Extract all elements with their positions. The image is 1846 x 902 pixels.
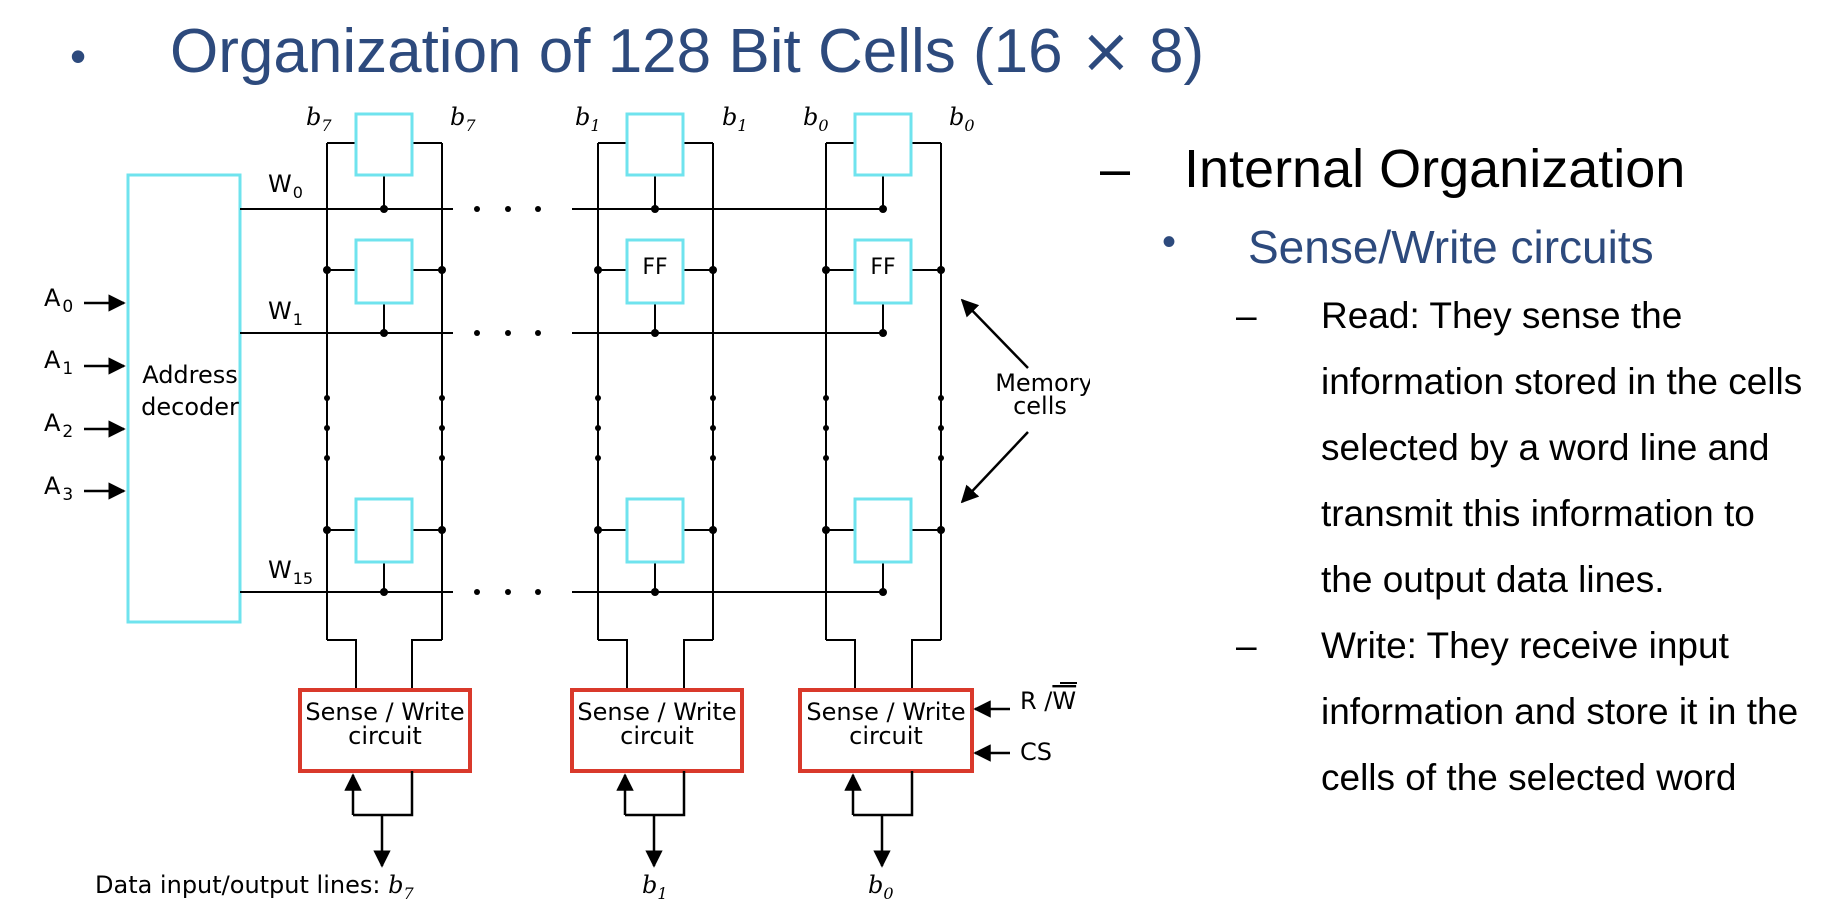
svg-text:R /W: R /W: [1020, 687, 1076, 715]
svg-text:A1: A1: [44, 346, 73, 379]
bit-column-0: [825, 142, 942, 690]
memory-cell: [625, 497, 685, 564]
item-line: Read: They sense the: [1321, 295, 1683, 336]
svg-text:circuit: circuit: [620, 722, 694, 750]
svg-text:W1: W1: [268, 297, 303, 329]
svg-text:Sense / Write: Sense / Write: [577, 698, 736, 726]
decoder-label-line2: decoder: [141, 393, 239, 421]
io-bit-1-label: b1: [642, 871, 668, 902]
memory-cell: [853, 497, 913, 564]
ff-label: FF: [870, 255, 895, 280]
bit-column-7: [326, 142, 443, 690]
title-bullet: •: [70, 29, 87, 82]
title-times-sign: ×: [1079, 14, 1132, 87]
memory-cells-arrow-up: [960, 298, 1029, 369]
svg-text:W0: W0: [268, 170, 303, 202]
io-lines: [344, 771, 914, 868]
heading-text: Internal Organization: [1184, 139, 1686, 199]
svg-text:A0: A0: [44, 284, 73, 317]
bit-line-labels: b7 b7 b1 b1 b0 b0: [306, 103, 975, 135]
svg-text:b1: b1: [722, 103, 748, 135]
io-lines-label: Data input/output lines: b7: [95, 871, 414, 902]
memory-cell: [625, 238, 685, 305]
memory-cell: [853, 112, 913, 177]
subheading-text: Sense/Write circuits: [1248, 221, 1654, 273]
word-line-w15: W15: [240, 556, 882, 593]
svg-text:circuit: circuit: [849, 722, 923, 750]
svg-text:Sense / Write: Sense / Write: [305, 698, 464, 726]
svg-text:b0: b0: [803, 103, 829, 135]
memory-cell: [625, 112, 685, 177]
memory-cell: [354, 497, 414, 564]
junction-dots: [323, 205, 945, 596]
row-ellipsis: [324, 395, 944, 461]
sense-write-circuit-1: Sense / Write circuit: [570, 688, 744, 773]
title-text: Organization of 128 Bit Cells (16: [170, 17, 1080, 86]
item-line: information and store it in the: [1321, 691, 1799, 732]
svg-text:b0: b0: [949, 103, 975, 135]
sense-write-circuit-0: Sense / Write circuit: [798, 688, 974, 773]
item-line: transmit this information to: [1321, 493, 1755, 534]
heading-dash: –: [1100, 139, 1131, 199]
item-dash: –: [1236, 295, 1257, 336]
memory-cells-label-line2: cells: [1013, 392, 1067, 420]
decoder-label-line1: Address: [142, 361, 238, 389]
column-ellipsis: [474, 206, 541, 595]
svg-text:A3: A3: [44, 472, 73, 505]
title-text-end: 8): [1131, 17, 1205, 86]
address-decoder-box: [126, 173, 242, 624]
sense-write-circuit-7: Sense / Write circuit: [298, 688, 472, 773]
item-line: the output data lines.: [1321, 559, 1665, 600]
subheading-bullet: •: [1162, 220, 1177, 264]
bit-column-1: [597, 142, 714, 690]
rw-control-signal: R /W: [973, 682, 1077, 718]
svg-text:W15: W15: [268, 556, 313, 588]
svg-text:A2: A2: [44, 409, 73, 442]
item-dash: –: [1236, 625, 1257, 666]
item-line: selected by a word line and: [1321, 427, 1770, 468]
svg-text:CS: CS: [1020, 738, 1052, 766]
memory-cell-grid: [354, 112, 913, 564]
svg-text:Sense / Write: Sense / Write: [806, 698, 965, 726]
memory-cells-arrow-down: [960, 431, 1029, 504]
word-line-w0: W0: [240, 170, 882, 210]
cs-control-signal: CS: [973, 738, 1052, 766]
svg-text:b1: b1: [575, 103, 601, 135]
memory-cell: [354, 238, 414, 305]
item-line: information stored in the cells: [1321, 361, 1803, 402]
svg-text:circuit: circuit: [348, 722, 422, 750]
svg-text:b7: b7: [306, 103, 332, 135]
io-bit-0-label: b0: [868, 871, 894, 902]
memory-cell: [354, 112, 414, 177]
slide-title: • Organization of 128 Bit Cells (16 × 8): [70, 14, 1204, 87]
word-line-w1: W1: [240, 297, 882, 334]
ff-label: FF: [642, 255, 667, 280]
item-line: cells of the selected word: [1321, 757, 1737, 798]
svg-text:b7: b7: [450, 103, 476, 135]
item-line: Write: They receive input: [1321, 625, 1729, 666]
memory-cells-label-line1: Memory: [995, 369, 1090, 397]
memory-cell: [853, 238, 913, 305]
